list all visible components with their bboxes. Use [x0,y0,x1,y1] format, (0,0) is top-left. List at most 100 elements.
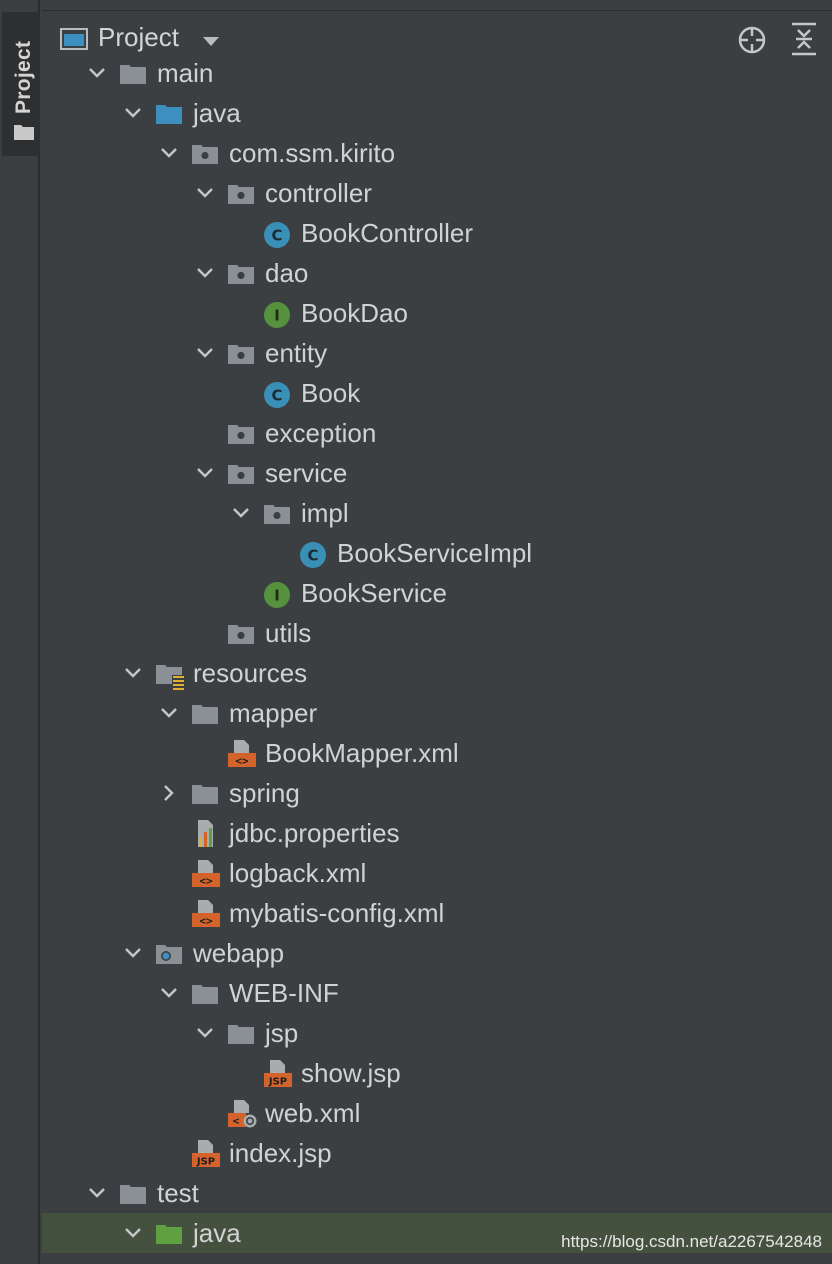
jsp-file-icon: JSP [263,1059,292,1088]
tree-row[interactable]: jdbc.properties [42,813,832,853]
tree-row-label: java [193,1218,241,1248]
package-icon [227,261,255,287]
tree-row[interactable]: java [42,1213,832,1253]
tree-row-label: controller [265,178,372,208]
tree-row[interactable]: service [42,453,832,493]
project-tool-tab[interactable]: Project [2,12,40,156]
tree-row[interactable]: java [42,93,832,133]
interface-icon: I [263,301,291,328]
xml-file-icon: <> [227,739,256,768]
tree-row-label: main [157,58,214,88]
package-icon [263,501,291,527]
folder-icon [119,61,147,87]
tree-row[interactable]: I BookService [42,573,832,613]
chevron-down-icon[interactable] [161,145,177,161]
tree-row-label: web.xml [265,1098,361,1128]
chevron-down-icon[interactable] [197,185,213,201]
interface-icon: I [263,581,291,608]
project-window-icon [60,28,88,50]
tree-row[interactable]: test [42,1173,832,1213]
tree-row[interactable]: main [42,53,832,93]
tree-row[interactable]: spring [42,773,832,813]
tree-row-label: BookService [301,578,447,608]
tree-row[interactable]: <>logback.xml [42,853,832,893]
chevron-down-icon[interactable] [197,265,213,281]
chevron-down-icon[interactable] [89,65,105,81]
chevron-down-icon[interactable] [202,34,220,46]
test-source-folder-icon [155,1221,183,1247]
properties-file-icon [191,819,219,847]
package-icon [227,461,255,487]
chevron-right-icon[interactable] [161,785,177,801]
folder-icon [191,781,219,807]
package-icon [227,341,255,367]
tree-row[interactable]: <>mybatis-config.xml [42,893,832,933]
tree-row[interactable]: webapp [42,933,832,973]
tree-row[interactable]: I BookDao [42,293,832,333]
folder-icon [119,1181,147,1207]
tree-row[interactable]: com.ssm.kirito [42,133,832,173]
tree-row[interactable]: entity [42,333,832,373]
xml-file-icon: <> [191,859,220,888]
tree-row[interactable]: dao [42,253,832,293]
tree-row[interactable]: impl [42,493,832,533]
tree-row[interactable]: < web.xml [42,1093,832,1133]
source-folder-icon [155,101,183,127]
crosshair-icon[interactable] [736,24,768,56]
tree-row[interactable]: resources [42,653,832,693]
svg-text:JSP: JSP [196,1157,215,1168]
header-title[interactable]: Project [98,22,179,52]
web-folder-icon [155,941,183,967]
chevron-down-icon[interactable] [125,665,141,681]
chevron-down-icon[interactable] [125,1225,141,1241]
tree-row-label: impl [301,498,349,528]
svg-text:<>: <> [199,915,213,928]
tree-row[interactable]: exception [42,413,832,453]
svg-text:C: C [307,547,318,565]
chevron-down-icon[interactable] [161,705,177,721]
chevron-down-icon[interactable] [161,985,177,1001]
chevron-down-icon[interactable] [125,105,141,121]
tree-row[interactable]: C BookServiceImpl [42,533,832,573]
tree-row[interactable]: utils [42,613,832,653]
project-tool-tab-label: Project [12,40,35,114]
tree-row-label: BookServiceImpl [337,538,533,568]
svg-text:JSP: JSP [268,1077,287,1088]
tree-row-label: utils [265,618,312,648]
jsp-file-icon: JSP [191,1139,220,1168]
tree-row[interactable]: WEB-INF [42,973,832,1013]
tree-row-label: BookDao [301,298,408,328]
package-icon [227,421,255,447]
chevron-down-icon[interactable] [89,1185,105,1201]
tree-row[interactable]: jsp [42,1013,832,1053]
tree-row-label: BookController [301,218,473,248]
tool-window-header: Project [42,0,832,62]
header-divider [42,10,832,11]
tree-row-label: webapp [193,938,285,968]
chevron-down-icon[interactable] [197,345,213,361]
svg-text:C: C [271,227,282,245]
svg-text:I: I [274,587,280,605]
chevron-down-icon[interactable] [197,465,213,481]
tree-row[interactable]: C BookController [42,213,832,253]
tree-row-label: dao [265,258,309,288]
tree-row-label: jsp [265,1018,299,1048]
folder-icon [191,701,219,727]
class-icon: C [263,221,291,248]
chevron-down-icon[interactable] [233,505,249,521]
collapse-all-icon[interactable] [790,22,818,56]
chevron-down-icon[interactable] [197,1025,213,1041]
tree-row[interactable]: controller [42,173,832,213]
svg-text:I: I [274,307,280,325]
tree-row-label: test [157,1178,199,1208]
tree-row-label: WEB-INF [229,978,339,1008]
folder-icon [227,1021,255,1047]
tree-row[interactable]: <>BookMapper.xml [42,733,832,773]
chevron-down-icon[interactable] [125,945,141,961]
tree-row[interactable]: mapper [42,693,832,733]
